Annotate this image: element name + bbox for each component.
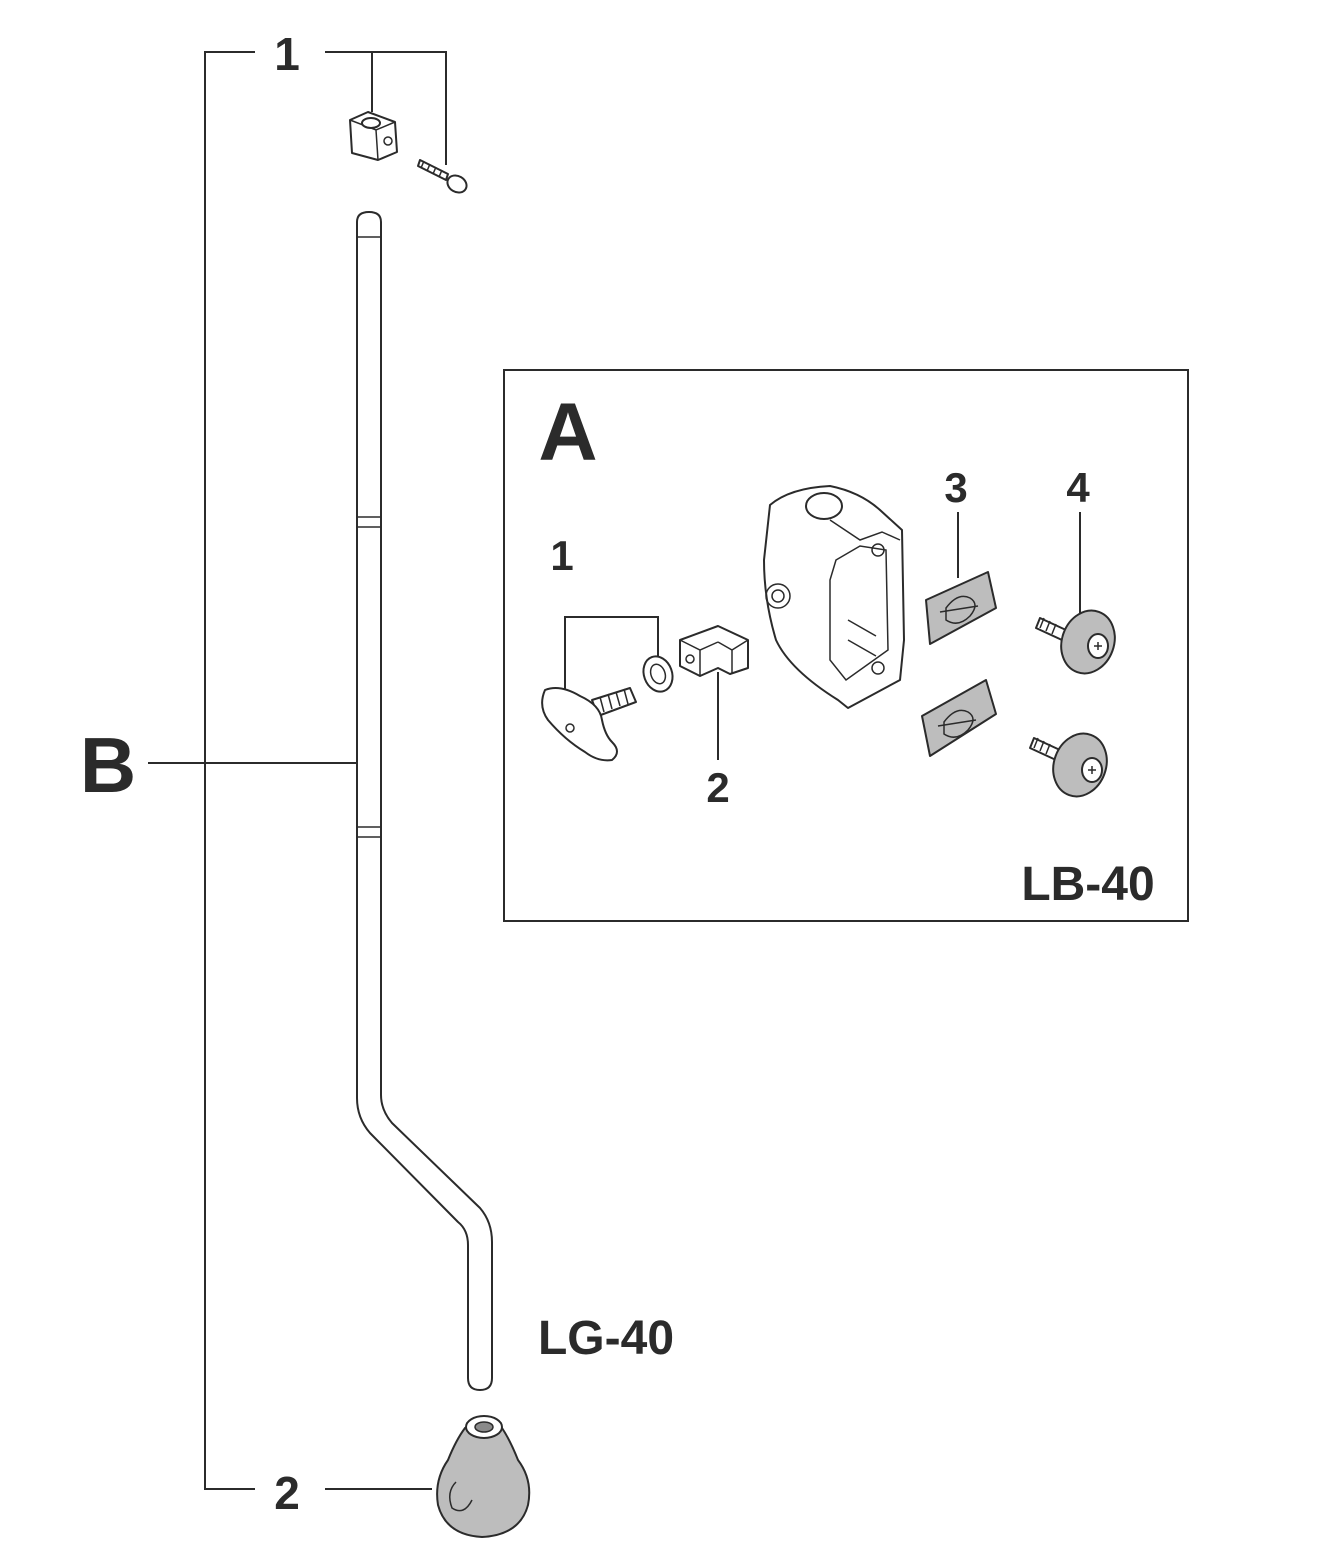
plate-drawing-2 xyxy=(921,679,997,757)
callout-a-1: 1 xyxy=(550,532,573,579)
plate-drawing-1 xyxy=(925,571,997,645)
end-cap-drawing xyxy=(436,1415,531,1538)
callout-b-1: 1 xyxy=(274,28,300,80)
group-b-label: B xyxy=(80,721,136,809)
bracket-line-b xyxy=(204,51,255,1490)
callout-a-2: 2 xyxy=(706,764,729,811)
group-a-label: A xyxy=(538,387,597,478)
screw-drawing-a4-2 xyxy=(1029,732,1108,798)
screw-drawing-a4-1 xyxy=(1035,609,1116,675)
guide-rod-drawing xyxy=(356,211,493,1391)
wing-bolt-drawing xyxy=(541,687,637,762)
callout-a-3: 3 xyxy=(944,464,967,511)
clamp-body-drawing xyxy=(763,485,905,709)
leader-b-1 xyxy=(325,51,447,165)
inset-frame xyxy=(503,369,1189,922)
stopper-block-drawing xyxy=(349,111,398,161)
group-b: 1 2 B LG-40 xyxy=(80,28,674,1538)
l-nut-drawing xyxy=(679,625,749,677)
washer-drawing xyxy=(642,655,674,693)
screw-drawing-b1 xyxy=(417,159,468,194)
callout-b-2: 2 xyxy=(274,1467,300,1519)
model-label-lg40: LG-40 xyxy=(538,1312,674,1365)
model-label-lb40: LB-40 xyxy=(1021,858,1154,911)
callout-a-4: 4 xyxy=(1066,464,1090,511)
leader-a-1 xyxy=(564,616,659,690)
group-a: A LB-40 1 2 3 4 xyxy=(503,369,1189,922)
